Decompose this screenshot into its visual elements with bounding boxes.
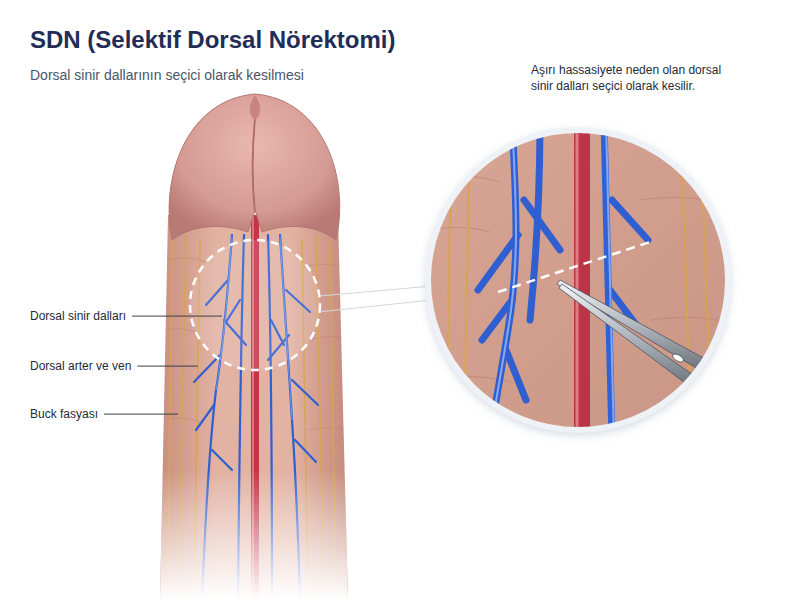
- subtitle: Dorsal sinir dallarının seçici olarak ke…: [30, 66, 304, 85]
- part-label: Dorsal arter ve ven: [30, 358, 131, 374]
- surgical-instrument: [557, 280, 722, 398]
- leader-line: [137, 366, 198, 367]
- part-label: Dorsal sinir dalları: [30, 308, 126, 324]
- callout-note: Aşırı hassasiyete neden olan dorsal sini…: [531, 62, 731, 94]
- title: SDN (Selektif Dorsal Nörektomi): [30, 26, 395, 54]
- focus-circle: [190, 240, 320, 370]
- zoom-view: [420, 120, 740, 440]
- leader-line: [132, 316, 222, 317]
- leader-line: [104, 414, 178, 415]
- part-label: Buck fasyası: [30, 406, 98, 422]
